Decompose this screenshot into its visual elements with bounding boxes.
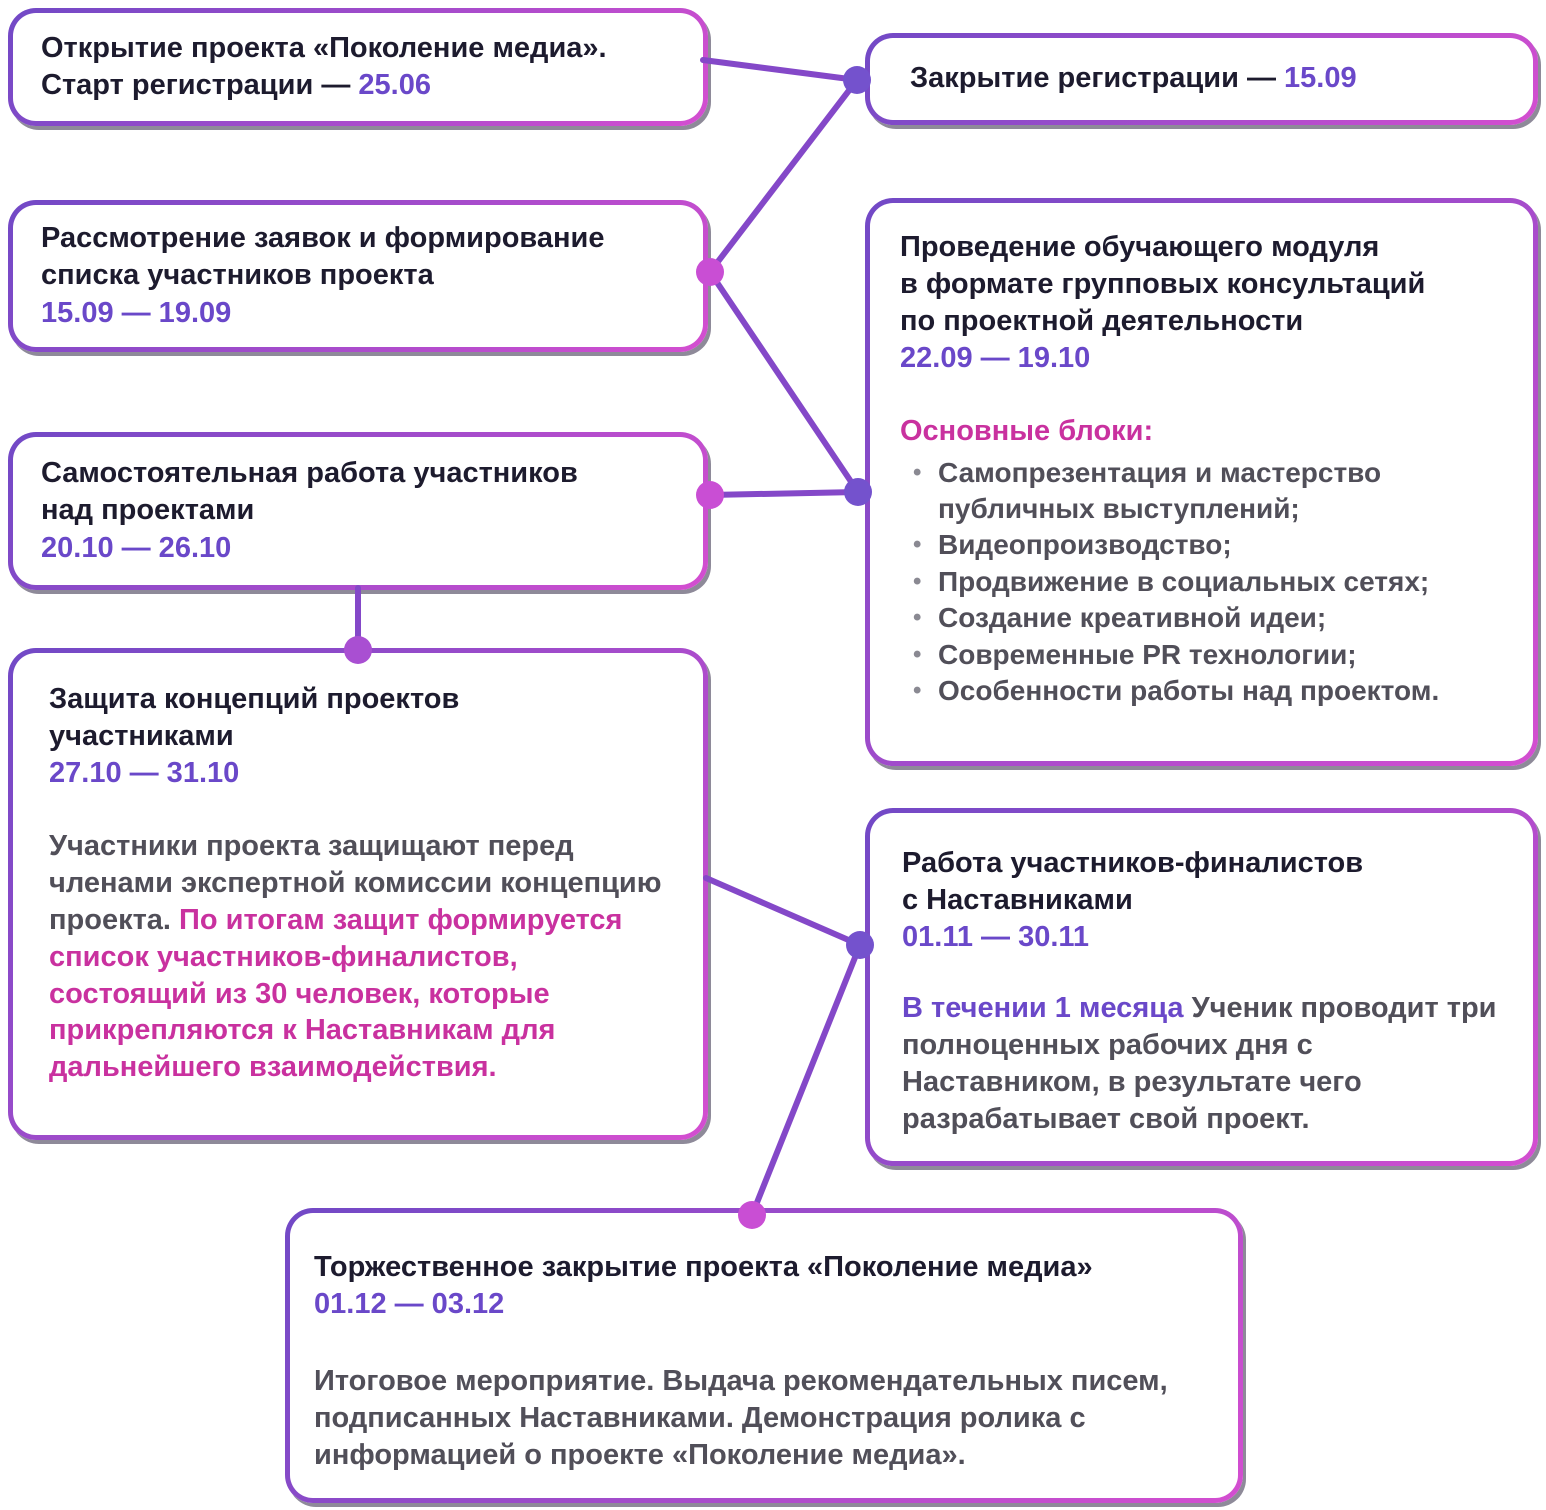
box-independent-work: Самостоятельная работа участников над пр… [8, 432, 708, 590]
mentors-body-text: Ученик проводит три полноценных рабочих … [902, 992, 1497, 1135]
blocks-list: Самопрезентация и мастерство публичных в… [900, 455, 1503, 710]
box-title: Торжественное закрытие проекта «Поколени… [314, 1251, 1093, 1283]
box-title-line: с Наставниками [902, 884, 1133, 917]
box-title: Открытие проекта «Поколение медиа». Стар… [41, 30, 675, 104]
box-title-line: Рассмотрение заявок и формирование [41, 222, 605, 255]
box-date: 15.09 — 19.09 [41, 296, 232, 329]
box-mentor-work: Работа участников-финалистов с Наставник… [865, 808, 1538, 1166]
box-project-opening: Открытие проекта «Поколение медиа». Стар… [8, 8, 708, 126]
connector-line-defense-to-mentors [703, 875, 863, 948]
box-title-line: над проектами [41, 494, 255, 527]
box-date: 01.12 — 03.12 [314, 1288, 505, 1321]
box-date: 27.10 — 31.10 [49, 757, 240, 790]
box-title: Закрытие регистрации — 15.09 [910, 60, 1493, 97]
box-applications-review: Рассмотрение заявок и формирование списк… [8, 200, 708, 352]
registration-close-text: Закрытие регистрации — [910, 62, 1285, 95]
blocks-label: Основные блоки: [900, 415, 1154, 448]
box-date: 20.10 — 26.10 [41, 531, 232, 564]
mentors-body-accent: В течении 1 месяца [902, 992, 1184, 1025]
box-date: 22.09 — 19.10 [900, 342, 1091, 375]
block-item: Создание креативной идеи; [900, 600, 1503, 636]
box-title-line: участниками [49, 720, 234, 753]
box-body: Участники проекта защищают перед членами… [49, 828, 671, 1086]
opening-date: 25.06 [358, 69, 431, 101]
connector-line-independent-to-training [707, 489, 861, 498]
registration-close-date: 15.09 [1284, 62, 1357, 95]
connector-line-mentors-to-closing [749, 942, 863, 1218]
block-item: Самопрезентация и мастерство публичных в… [900, 455, 1503, 528]
box-training-module: Проведение обучающего модуля в формате г… [865, 198, 1538, 766]
box-title-line: в формате групповых консультаций [900, 268, 1426, 301]
box-date: 01.11 — 30.11 [902, 921, 1090, 954]
opening-subtitle-text: Старт регистрации — [41, 69, 359, 101]
block-item: Особенности работы над проектом. [900, 673, 1503, 709]
box-title-line: Проведение обучающего модуля [900, 231, 1380, 263]
connector-line-opening-to-close [700, 57, 860, 83]
box-closing-ceremony: Торжественное закрытие проекта «Поколени… [285, 1208, 1243, 1503]
box-title-line: Защита концепций проектов [49, 683, 460, 715]
box-concept-defense: Защита концепций проектов участниками 27… [8, 648, 708, 1140]
connector-line-close-to-applications [707, 77, 860, 275]
box-title-line: Работа участников-финалистов [902, 847, 1364, 879]
box-body: В течении 1 месяца Ученик проводит три п… [902, 990, 1501, 1137]
defense-body-highlight: По итогам защит формируется список участ… [49, 903, 623, 1084]
block-item: Видеопроизводство; [900, 527, 1503, 563]
opening-title-text: Открытие проекта «Поколение медиа». [41, 31, 607, 64]
defense-body-gray: Участники проекта защищают перед членами… [49, 830, 662, 936]
box-body: Итоговое мероприятие. Выдача рекомендате… [314, 1365, 1168, 1471]
box-title-line: по проектной деятельности [900, 305, 1304, 338]
connector-line-applications-to-training [707, 269, 861, 495]
box-registration-close: Закрытие регистрации — 15.09 [865, 33, 1538, 125]
block-item: Продвижение в социальных сетях; [900, 564, 1503, 600]
box-title-line: Самостоятельная работа участников [41, 457, 578, 490]
box-title-line: списка участников проекта [41, 259, 434, 292]
block-item: Современные PR технологии; [900, 637, 1503, 673]
